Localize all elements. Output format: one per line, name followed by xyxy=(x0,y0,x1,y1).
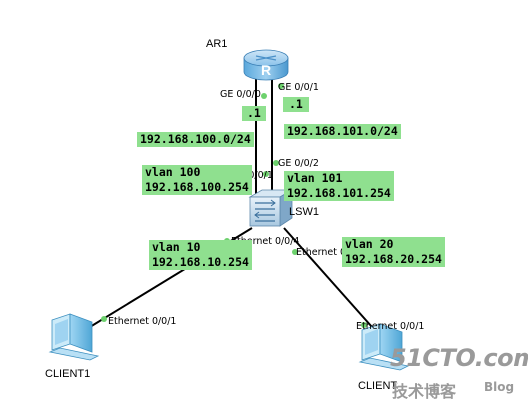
watermark-sub: 技术博客 xyxy=(392,382,457,401)
client2-label: CLIENT2 xyxy=(358,380,398,392)
vlan20-ip: 192.168.20.254 xyxy=(345,252,442,266)
port-dot-lsw1-eth006 xyxy=(292,249,298,255)
network-101-label: 192.168.101.0/24 xyxy=(284,124,401,139)
svg-text:R: R xyxy=(261,62,271,78)
port-label-lsw1-eth006: Ethernet 0/0/6 xyxy=(296,247,365,258)
vlan20-label: vlan 20 192.168.20.254 xyxy=(342,237,445,267)
vlan101-name: vlan 101 xyxy=(287,171,343,185)
client2-pc-icon[interactable] xyxy=(358,323,410,371)
links xyxy=(84,78,381,337)
port-dot-lsw1-ge001 xyxy=(263,171,269,177)
vlan20-name: vlan 20 xyxy=(345,237,394,251)
vlan10-ip: 192.168.10.254 xyxy=(152,255,249,269)
port-label-lsw1-ge001: GE 0/0/1 xyxy=(232,170,273,181)
port-dot-client2 xyxy=(361,322,367,328)
port-dot-lsw1-ge002 xyxy=(273,160,279,166)
vlan101-label: vlan 101 192.168.101.254 xyxy=(284,171,394,201)
port-dot-ar1-ge001 xyxy=(278,83,284,89)
port-label-client1: Ethernet 0/0/1 xyxy=(108,316,177,327)
watermark-blog: Blog xyxy=(484,380,515,394)
link-lsw1-eth006-client2 xyxy=(283,227,381,337)
vlan10-label: vlan 10 192.168.10.254 xyxy=(149,240,252,270)
router-icon[interactable]: R xyxy=(243,49,289,81)
port-label-lsw1-eth004: Ethernet 0/0/4 xyxy=(231,236,300,247)
ar1-ge000-ip-label: .1 xyxy=(242,106,266,121)
network-100-label: 192.168.100.0/24 xyxy=(137,132,254,147)
watermark-site: 51CTO.com xyxy=(390,344,528,372)
port-label-ar1-ge000: GE 0/0/0 xyxy=(220,89,261,100)
port-dots xyxy=(101,83,367,328)
switch-label: LSW1 xyxy=(289,206,319,218)
port-label-ar1-ge001: GE 0/0/1 xyxy=(278,82,319,93)
port-label-lsw1-ge002: GE 0/0/2 xyxy=(278,158,319,169)
ar1-ge001-ip-label: .1 xyxy=(283,97,309,112)
client1-pc-icon[interactable] xyxy=(48,313,100,361)
vlan101-ip: 192.168.101.254 xyxy=(287,186,391,200)
port-label-client2: Ethernet 0/0/1 xyxy=(356,321,425,332)
router-label: AR1 xyxy=(206,38,228,50)
vlan100-ip: 192.168.100.254 xyxy=(145,180,249,194)
port-dot-ar1-ge000 xyxy=(261,93,267,99)
vlan100-label: vlan 100 192.168.100.254 xyxy=(142,165,252,195)
client1-label: CLIENT1 xyxy=(45,368,91,380)
vlan100-name: vlan 100 xyxy=(145,165,201,179)
port-dot-client1 xyxy=(101,316,107,322)
vlan10-name: vlan 10 xyxy=(152,240,201,254)
